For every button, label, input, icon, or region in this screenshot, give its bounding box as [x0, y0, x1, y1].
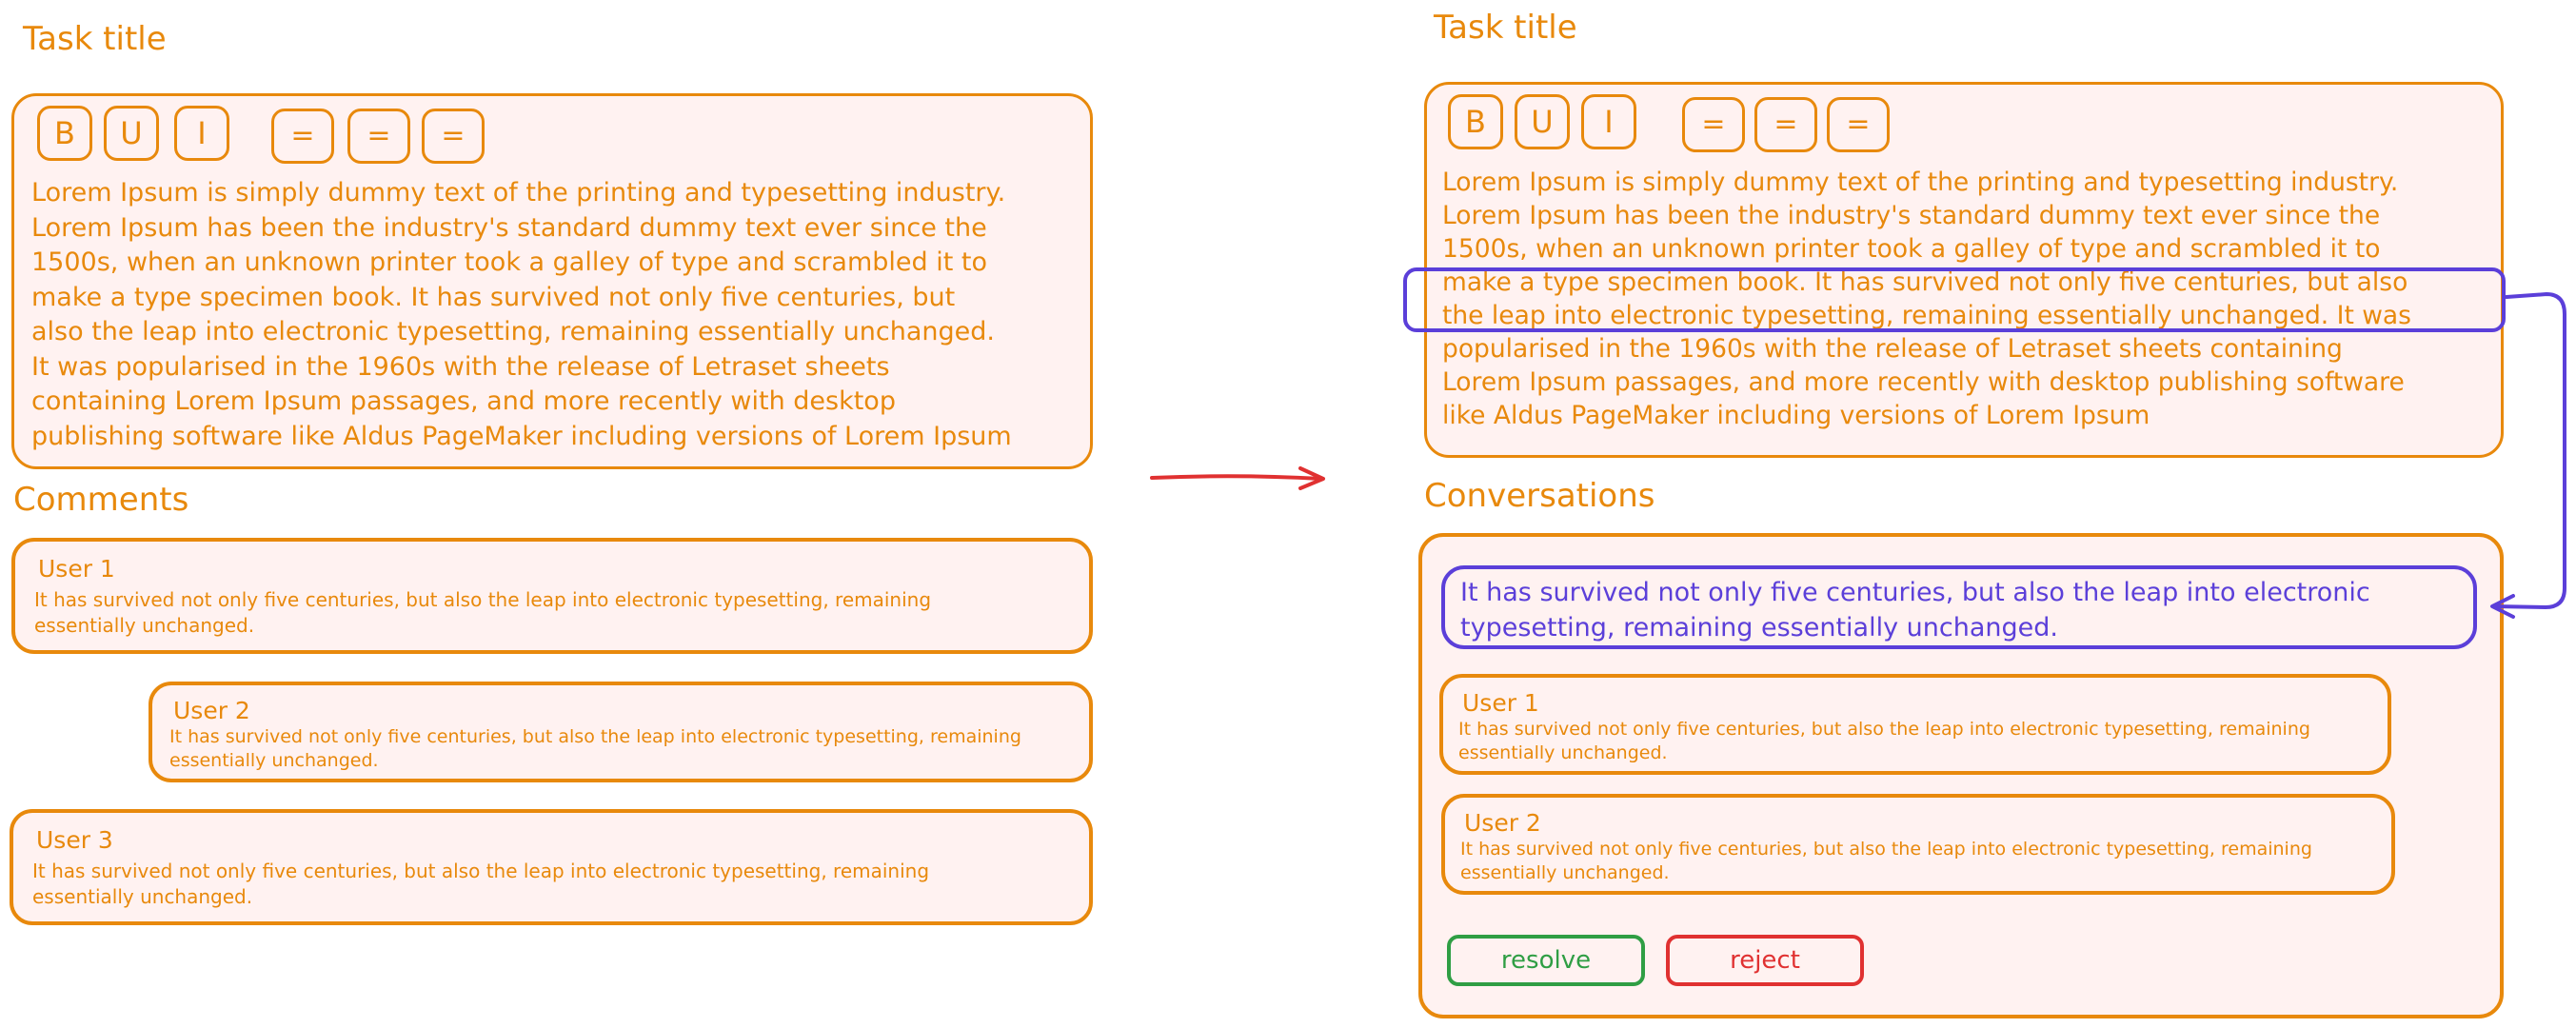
editor-line: Lorem Ipsum is simply dummy text of the …	[31, 178, 1006, 208]
comment-card-user-1[interactable]: User 1 It has survived not only five cen…	[11, 538, 1093, 654]
editor-line: like Aldus PageMaker including versions …	[1442, 401, 2150, 430]
editor-line: make a type specimen book. It has surviv…	[31, 282, 956, 312]
conversation-comment-user-1[interactable]: User 1 It has survived not only five cen…	[1439, 674, 2391, 775]
comment-text: It has survived not only five centuries,…	[34, 587, 1081, 639]
right-underline-button[interactable]: U	[1515, 94, 1570, 149]
resolve-button[interactable]: resolve	[1447, 935, 1645, 986]
comment-text: It has survived not only five centuries,…	[32, 859, 1080, 910]
comment-user-name: User 1	[38, 555, 115, 583]
right-italic-button[interactable]: I	[1581, 94, 1636, 149]
comment-text-line: essentially unchanged.	[169, 750, 379, 771]
right-align-right-button[interactable]: =	[1827, 97, 1890, 152]
editor-line: It was popularised in the 1960s with the…	[31, 351, 890, 382]
comment-text-line: essentially unchanged.	[1458, 742, 1668, 763]
left-editor-panel: B U I = = = Lorem Ipsum is simply dummy …	[11, 93, 1093, 469]
comment-text-line: essentially unchanged.	[34, 614, 255, 637]
comment-card-user-3[interactable]: User 3 It has survived not only five cen…	[10, 809, 1093, 925]
right-task-title: Task title	[1434, 9, 1577, 47]
comment-text-line: It has survived not only five centuries,…	[1460, 839, 2312, 860]
editor-line: 1500s, when an unknown printer took a ga…	[1442, 234, 2381, 264]
editor-line: the leap into electronic typesetting, re…	[1442, 301, 2411, 330]
editor-line: popularised in the 1960s with the releas…	[1442, 334, 2343, 364]
comment-text-line: essentially unchanged.	[1460, 862, 1670, 883]
left-bold-button[interactable]: B	[37, 106, 92, 161]
comment-user-name: User 2	[173, 697, 250, 724]
editor-line: 1500s, when an unknown printer took a ga…	[31, 247, 988, 277]
left-editor-text[interactable]: Lorem Ipsum is simply dummy text of the …	[31, 176, 1088, 454]
comment-card-user-2[interactable]: User 2 It has survived not only five cen…	[149, 682, 1093, 782]
editor-line: also the leap into electronic typesettin…	[31, 317, 995, 346]
comment-text-line: It has survived not only five centuries,…	[32, 860, 930, 882]
left-align-center-button[interactable]: =	[347, 109, 410, 164]
editor-line: Lorem Ipsum passages, and more recently …	[1442, 367, 2405, 397]
comment-user-name: User 3	[36, 826, 113, 854]
left-underline-button[interactable]: U	[104, 106, 159, 161]
comment-text-line: It has survived not only five centuries,…	[169, 726, 1021, 747]
transition-arrow	[1150, 466, 1325, 490]
right-bold-button[interactable]: B	[1448, 94, 1503, 149]
comment-text-line: essentially unchanged.	[32, 885, 253, 908]
reject-button[interactable]: reject	[1666, 935, 1864, 986]
right-align-center-button[interactable]: =	[1754, 97, 1817, 152]
quoted-line: typesetting, remaining essentially uncha…	[1460, 613, 2058, 642]
quoted-line: It has survived not only five centuries,…	[1460, 578, 2370, 607]
conversation-panel: It has survived not only five centuries,…	[1418, 533, 2504, 1018]
editor-line: Lorem Ipsum has been the industry's stan…	[31, 212, 987, 243]
right-align-left-button[interactable]: =	[1682, 97, 1745, 152]
comment-text: It has survived not only five centuries,…	[169, 725, 1083, 773]
comment-text: It has survived not only five centuries,…	[1460, 838, 2384, 885]
comment-text-line: It has survived not only five centuries,…	[34, 588, 932, 611]
editor-line: Lorem Ipsum has been the industry's stan…	[1442, 201, 2381, 230]
quoted-selection: It has survived not only five centuries,…	[1441, 565, 2477, 649]
editor-line: Lorem Ipsum is simply dummy text of the …	[1442, 168, 2399, 197]
right-editor-text[interactable]: Lorem Ipsum is simply dummy text of the …	[1442, 166, 2489, 432]
comment-user-name: User 2	[1464, 809, 1541, 837]
editor-line: make a type specimen book. It has surviv…	[1442, 267, 2408, 297]
left-comments-title: Comments	[13, 481, 189, 519]
editor-line: containing Lorem Ipsum passages, and mor…	[31, 386, 896, 416]
left-align-left-button[interactable]: =	[271, 109, 334, 164]
conversations-title: Conversations	[1424, 477, 1655, 515]
comment-user-name: User 1	[1462, 689, 1539, 717]
left-italic-button[interactable]: I	[174, 106, 229, 161]
comment-text: It has survived not only five centuries,…	[1458, 718, 2382, 765]
left-align-right-button[interactable]: =	[422, 109, 485, 164]
text-selection-highlight[interactable]	[1403, 267, 2506, 332]
left-task-title: Task title	[23, 20, 167, 58]
comment-text-line: It has survived not only five centuries,…	[1458, 719, 2310, 740]
editor-line: publishing software like Aldus PageMaker…	[31, 421, 1012, 451]
conversation-comment-user-2[interactable]: User 2 It has survived not only five cen…	[1441, 794, 2395, 895]
